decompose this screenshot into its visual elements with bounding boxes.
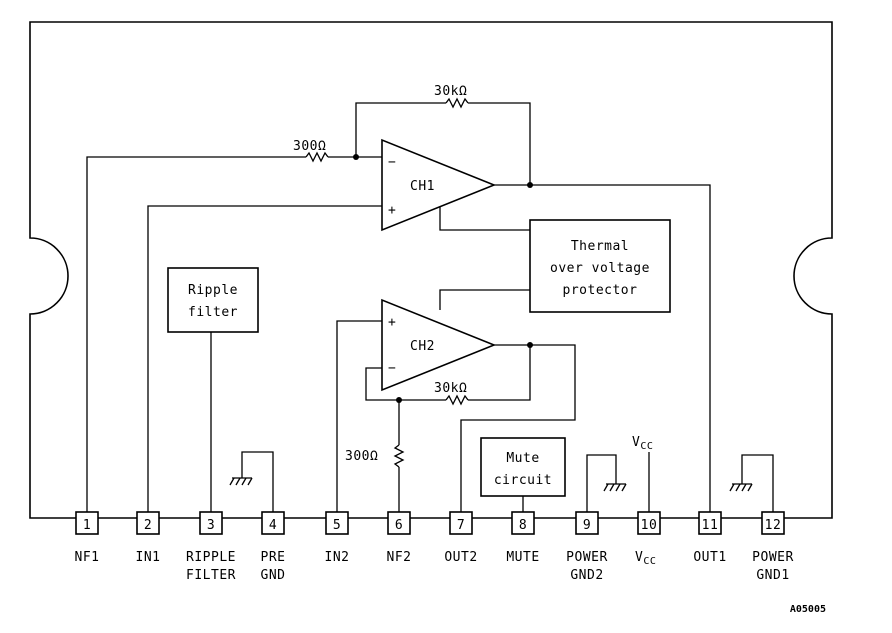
junction-ch1-out: [527, 182, 533, 188]
pin-3-number: 3: [207, 518, 215, 533]
wire-pre-gnd: [241, 451, 274, 512]
wire-ch1-feedback-right: [468, 102, 531, 185]
pin-9-label-2: GND2: [570, 568, 603, 583]
pin-2-label-1: IN1: [136, 550, 161, 565]
ground-icon-pre-gnd: [229, 477, 253, 486]
pin-5-number: 5: [333, 518, 341, 533]
pin-8-label-1: MUTE: [506, 550, 539, 565]
mute-line-1: Mute: [506, 451, 539, 466]
wire-ch1-thermal: [439, 207, 530, 231]
pin-1-number: 1: [83, 518, 91, 533]
pin-7-number: 7: [457, 518, 465, 533]
resistor-300-ch2: [393, 444, 405, 468]
pin-2-box: [136, 511, 160, 535]
resistor-30k-ch1-label: 30kΩ: [434, 84, 467, 99]
pin-12-label-2: GND1: [756, 568, 789, 583]
wire-ch1-feedback-left: [355, 102, 446, 157]
pin-4-number: 4: [269, 518, 277, 533]
wire-in2: [336, 320, 382, 512]
wire-nf1: [86, 156, 306, 512]
pin-5-label-1: IN2: [325, 550, 350, 565]
ch1-plus-sign: +: [388, 203, 396, 218]
resistor-30k-ch2: [445, 394, 469, 406]
wire-out1: [494, 184, 711, 512]
ch2-label: CH2: [410, 339, 435, 354]
pin-11-box: [698, 511, 722, 535]
pin-6-label-1: NF2: [387, 550, 412, 565]
resistor-30k-ch1: [445, 97, 469, 109]
ch2-amplifier: [381, 298, 497, 392]
pin-8-number: 8: [519, 518, 527, 533]
resistor-30k-ch2-label: 30kΩ: [434, 381, 467, 396]
pin-1-box: [75, 511, 99, 535]
pin-5-box: [325, 511, 349, 535]
pin-3-label-1: RIPPLE: [186, 550, 236, 565]
pin-11-label-1: OUT1: [693, 550, 726, 565]
pin-7-box: [449, 511, 473, 535]
wire-power-gnd2: [586, 454, 617, 512]
wire-ch2-feedback-right: [468, 345, 531, 401]
pin-7-label-1: OUT2: [444, 550, 477, 565]
pin-10-label: VCC: [635, 550, 656, 567]
pin-4-label-2: GND: [261, 568, 286, 583]
resistor-300-ch1-label: 300Ω: [293, 139, 326, 154]
pin-11-number: 11: [702, 518, 719, 533]
pin-6-number: 6: [395, 518, 403, 533]
pin-9-label-1: POWER: [566, 550, 608, 565]
ground-icon-power-gnd1: [729, 483, 753, 492]
wire-ch2-minus: [365, 367, 446, 401]
pin-4-box: [261, 511, 285, 535]
pin-6-box: [387, 511, 411, 535]
ripple-line-2: filter: [188, 305, 238, 320]
thermal-line-2: over voltage: [550, 261, 650, 276]
pin-10-number: 10: [641, 518, 658, 533]
resistor-300-ch2-label: 300Ω: [345, 449, 378, 464]
ch1-label: CH1: [410, 179, 435, 194]
wire-power-gnd1: [741, 454, 774, 512]
ch1-amplifier: [381, 138, 497, 232]
resistor-300-ch1: [305, 151, 329, 163]
pin-4-label-1: PRE: [261, 550, 286, 565]
pin-3-box: [199, 511, 223, 535]
vcc-label: VCC: [632, 435, 653, 452]
wire-thermal-ch2: [439, 289, 530, 310]
junction-ch2-out: [527, 342, 533, 348]
pin-2-number: 2: [144, 518, 152, 533]
package-outline: [29, 21, 833, 519]
pin-3-label-2: FILTER: [186, 568, 236, 583]
thermal-protector-block: [529, 219, 671, 313]
thermal-line-1: Thermal: [571, 239, 629, 254]
pin-10-box: [637, 511, 661, 535]
ch2-plus-sign: +: [388, 315, 396, 330]
pin-12-label-1: POWER: [752, 550, 794, 565]
ripple-filter-block: [167, 267, 259, 333]
ripple-line-1: Ripple: [188, 283, 238, 298]
figure-id: A05005: [790, 604, 826, 615]
pin-12-number: 12: [765, 518, 782, 533]
ch2-minus-sign: −: [388, 361, 396, 376]
wire-in1: [147, 205, 382, 512]
pin-1-label-1: NF1: [75, 550, 100, 565]
ground-icon-power-gnd2: [603, 483, 627, 492]
mute-line-2: circuit: [494, 473, 552, 488]
pin-12-box: [761, 511, 785, 535]
pin-8-box: [511, 511, 535, 535]
wire-out2: [460, 344, 576, 512]
thermal-line-3: protector: [563, 283, 638, 298]
pin-9-box: [575, 511, 599, 535]
pin-9-number: 9: [583, 518, 591, 533]
ch1-minus-sign: −: [388, 155, 396, 170]
